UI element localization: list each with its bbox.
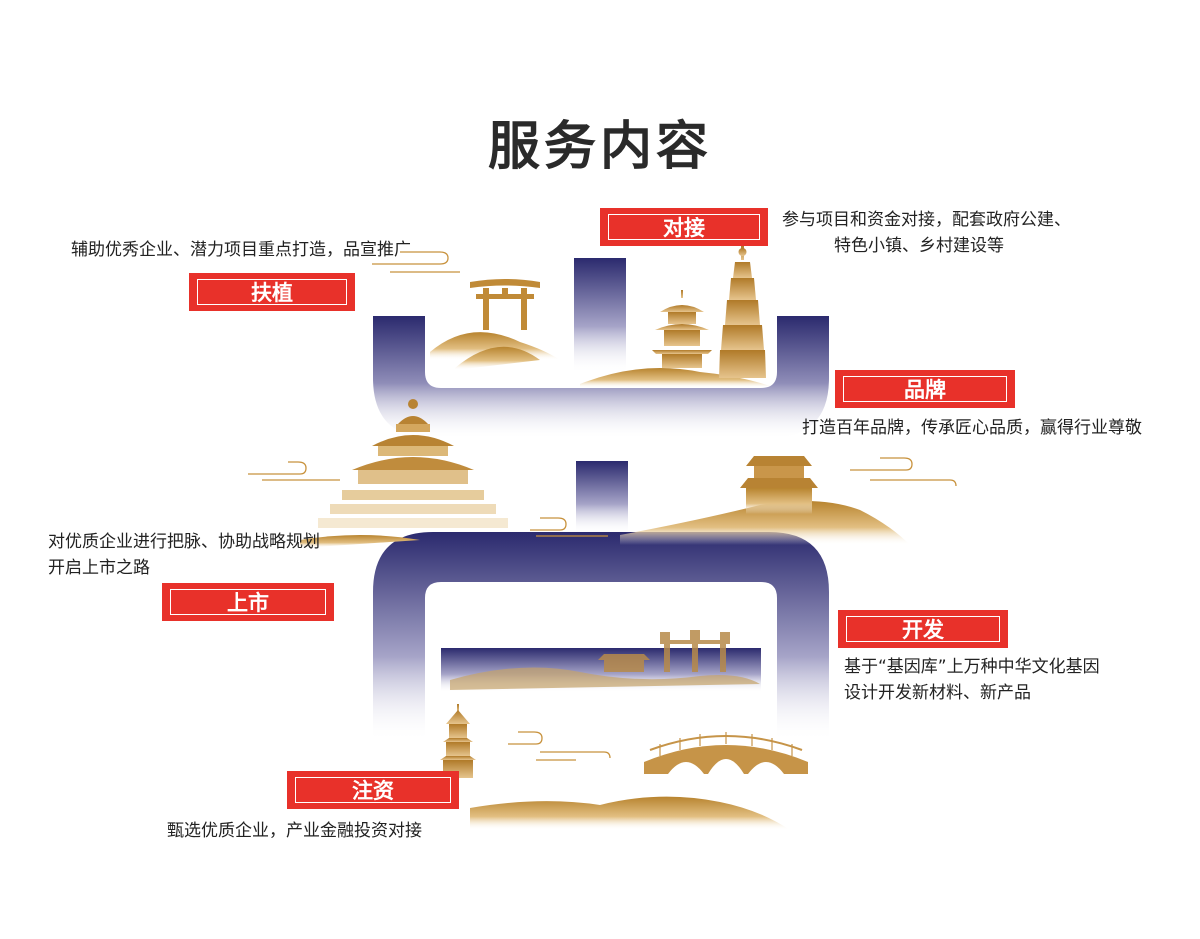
tag-pinpai: 品牌 <box>835 370 1015 408</box>
tag-kaifa-label: 开发 <box>902 618 944 642</box>
temple-of-heaven-icon <box>318 399 508 528</box>
tag-fuzhi: 扶植 <box>189 273 355 311</box>
small-pagoda-icon <box>440 704 476 778</box>
desc-pinpai-line-1: 打造百年品牌，传承匠心品质，赢得行业尊敬 <box>802 418 1142 438</box>
stone-arch-bridge-icon <box>644 732 808 774</box>
tag-shangshi-label: 上市 <box>227 591 269 615</box>
desc-kaifa-line-1: 基于“基因库”上万种中华文化基因 <box>844 657 1100 677</box>
tag-pinpai-label: 品牌 <box>904 378 946 402</box>
tag-duijie: 对接 <box>600 208 768 246</box>
desc-shangshi: 对优质企业进行把脉、协助战略规划 开启上市之路 <box>48 529 320 581</box>
torii-gate-icon <box>470 279 540 330</box>
tag-zhuzi-label: 注资 <box>352 779 394 803</box>
pagoda-tower-icon <box>719 246 766 378</box>
tag-shangshi: 上市 <box>162 583 334 621</box>
desc-duijie: 参与项目和资金对接，配套政府公建、 特色小镇、乡村建设等 <box>782 207 1071 259</box>
mountain-icon <box>300 332 910 830</box>
desc-zhuzi-line-1: 甄选优质企业，产业金融投资对接 <box>167 821 422 841</box>
desc-shangshi-line-2: 开启上市之路 <box>48 558 150 578</box>
desc-fuzhi-line-1: 辅助优秀企业、潜力项目重点打造，品宣推广 <box>71 240 411 260</box>
desc-zhuzi: 甄选优质企业，产业金融投资对接 <box>167 818 422 844</box>
desc-pinpai: 打造百年品牌，传承匠心品质，赢得行业尊敬 <box>802 415 1142 441</box>
tag-kaifa: 开发 <box>838 610 1008 648</box>
tag-duijie-label: 对接 <box>663 216 705 240</box>
city-gate-tower-icon <box>740 456 818 514</box>
desc-duijie-line-1: 参与项目和资金对接，配套政府公建、 <box>782 210 1071 230</box>
desc-kaifa-line-2: 设计开发新材料、新产品 <box>844 683 1031 703</box>
upper-u-band <box>373 316 829 438</box>
desc-duijie-line-2: 特色小镇、乡村建设等 <box>834 236 1004 256</box>
pavilion-icon <box>652 290 712 368</box>
upper-center-bar <box>574 258 626 372</box>
desc-kaifa: 基于“基因库”上万种中华文化基因 设计开发新材料、新产品 <box>844 654 1100 706</box>
tag-fuzhi-label: 扶植 <box>251 281 293 305</box>
inner-gate-icon <box>598 630 730 672</box>
desc-fuzhi: 辅助优秀企业、潜力项目重点打造，品宣推广 <box>71 237 411 263</box>
lower-arch-band <box>373 532 829 740</box>
auspicious-cloud-icon <box>248 251 957 761</box>
lower-center-bar <box>576 461 628 533</box>
page-title: 服务内容 <box>487 117 712 177</box>
desc-shangshi-line-1: 对优质企业进行把脉、协助战略规划 <box>48 532 320 552</box>
tag-zhuzi: 注资 <box>287 771 459 809</box>
